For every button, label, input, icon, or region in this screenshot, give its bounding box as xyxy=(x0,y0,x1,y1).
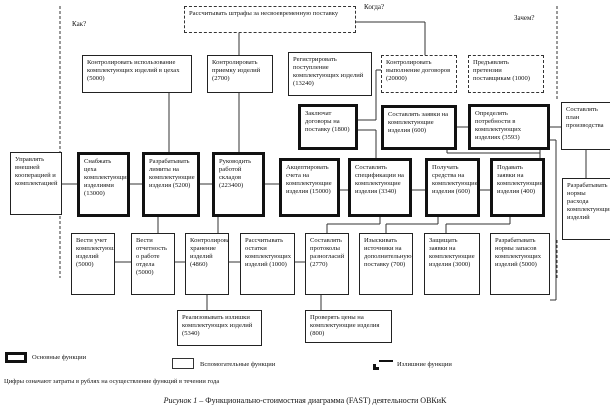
function-stock-norms: Разрабатывать нормы запасов комплектующи… xyxy=(490,233,550,295)
function-control-acceptance: Контролировать приемку изделий (2700) xyxy=(207,55,273,93)
function-submit-requests: Подавать заявки на комплектующие изделия… xyxy=(490,158,545,217)
legend-main-label: Основные функции xyxy=(32,354,87,361)
function-compose-requests: Составлять заявки на комплектующие издел… xyxy=(381,105,457,150)
legend-aux-label: Вспомогательные функции xyxy=(200,361,276,368)
legend-excess-label: Излишние функции xyxy=(397,361,452,368)
function-determine-needs: Определять потребности в комплектующих и… xyxy=(468,104,550,150)
function-manage-cooperation: Управлять внешней кооперацией и комплект… xyxy=(10,152,62,215)
function-check-prices: Проверять цены на комплектующие изделия … xyxy=(305,310,392,343)
function-sell-surplus: Реализовывать излишки комплектующих изде… xyxy=(177,310,262,346)
question-when: Когда? xyxy=(364,3,385,11)
function-register-receipt: Регистрировать поступление комплектующих… xyxy=(288,52,372,96)
function-accept-invoices: Акцептировать счета на комплектующие изд… xyxy=(279,158,340,217)
question-how: Как? xyxy=(72,20,87,28)
function-production-plan: Составлять план производства xyxy=(561,102,610,150)
function-reporting: Вести отчетность о работе отдела (5000) xyxy=(131,233,175,295)
function-claims: Предъявлять претензии поставщикам (1000) xyxy=(468,55,544,93)
question-why: Зачем? xyxy=(514,14,535,22)
function-control-contracts: Контролировать выполнение договоров (200… xyxy=(381,55,457,93)
function-calculate-remainders: Рассчитывать остатки комплектующих издел… xyxy=(240,233,295,295)
function-find-sources: Изыскивать источники на дополнительную п… xyxy=(359,233,413,295)
function-supply-shops: Снабжать цеха комплектующими изделиями (… xyxy=(77,152,130,217)
function-compose-specifications: Составлять спецификации на комплектующие… xyxy=(348,158,412,217)
function-control-storage: Контролировать хранение изделий (4860) xyxy=(185,233,229,295)
function-keep-records: Вести учет комплектующих изделий (5000) xyxy=(71,233,115,295)
function-receive-funds: Получать средства на комплектующие издел… xyxy=(425,158,480,217)
function-disagreement-protocols: Составлять протоколы разногласий (2770) xyxy=(305,233,349,295)
legend-aux-swatch xyxy=(172,358,194,369)
function-calculate-penalties: Рассчитывать штрафы за несвоевременную п… xyxy=(184,6,356,33)
function-develop-limits: Разрабатывать лимиты на комплектующие из… xyxy=(142,152,200,217)
figure-caption: Рисунок 1 – Функционально-стоимостная ди… xyxy=(163,396,447,405)
function-conclude-contracts: Заключат договоры на поставку (1800) xyxy=(298,104,358,150)
function-manage-warehouses: Руководить работой складов (223400) xyxy=(212,152,265,217)
function-control-usage: Контролировать использование комплектующ… xyxy=(82,55,192,93)
function-defend-requests: Защищать заявки на комплектующие изделия… xyxy=(424,233,480,295)
function-consumption-norms: Разрабатывать нормы расхода комплектующи… xyxy=(562,178,610,240)
cost-note: Цифры означают затраты в рублях на осуще… xyxy=(4,378,220,385)
legend-main-swatch xyxy=(5,352,27,363)
